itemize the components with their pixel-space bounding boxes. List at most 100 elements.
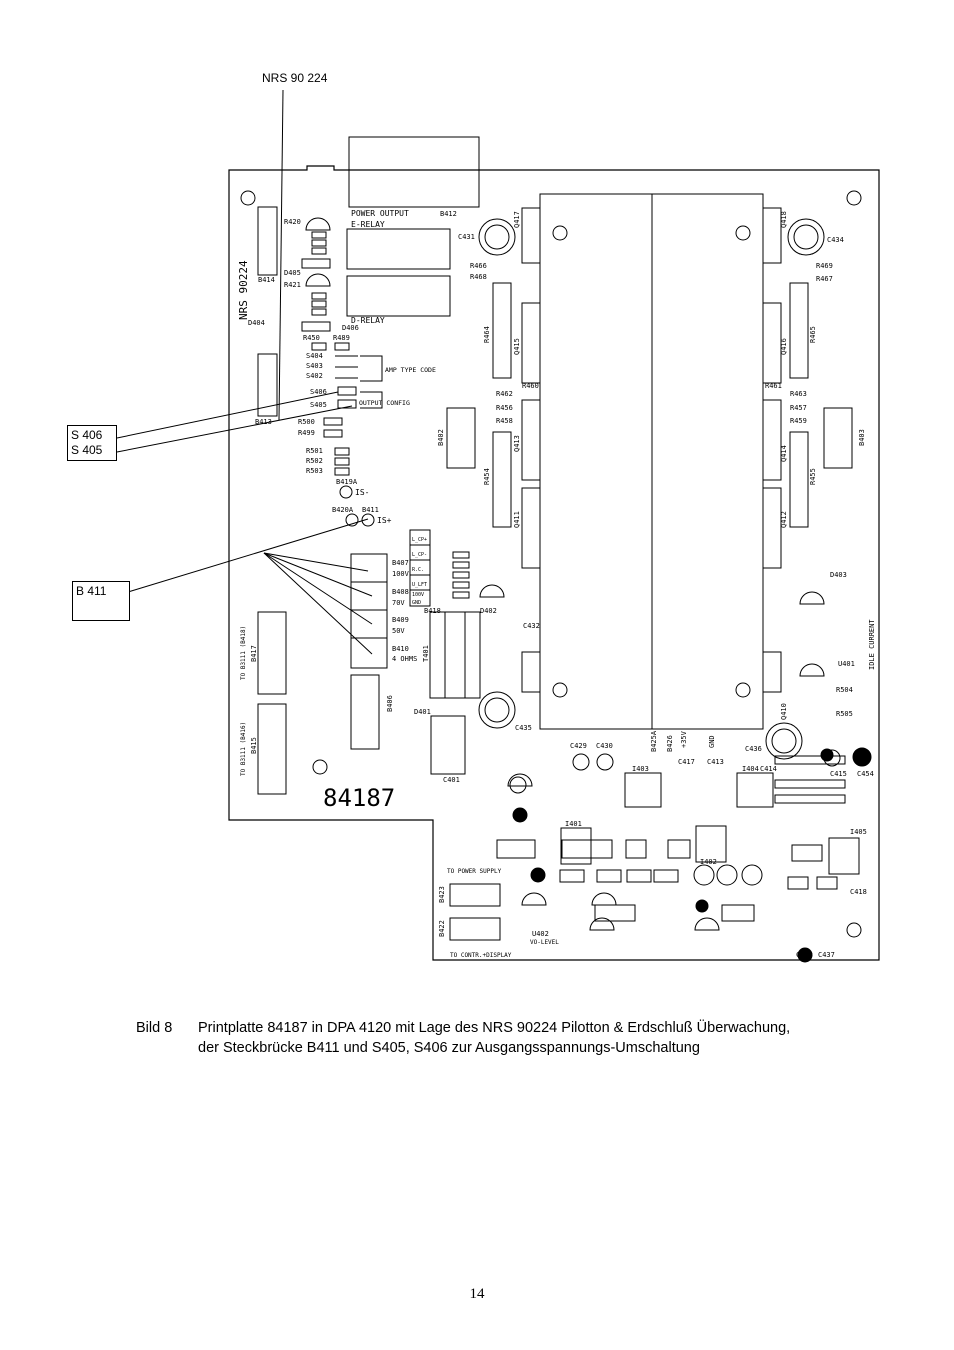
board-c418-label: C418: [850, 888, 867, 896]
board-d405-label: D405: [284, 269, 301, 277]
board-number-label: 84187: [323, 784, 395, 812]
board-plus35v-label: +35V: [680, 730, 688, 748]
board-u402-label: U402: [532, 930, 549, 938]
board-b414-label: B414: [258, 276, 275, 284]
board-c432-label: C432: [523, 622, 540, 630]
board-to-power-supply-label: TO POWER SUPPLY: [447, 868, 502, 875]
board-r505-label: R505: [836, 710, 853, 718]
caption-line-2: der Steckbrücke B411 und S405, S406 zur …: [198, 1040, 700, 1056]
figure-number: Bild 8: [136, 1020, 173, 1036]
board-r454-label: R454: [483, 468, 491, 485]
leader-lines: [116, 89, 373, 655]
board-b407-label: B407: [392, 559, 409, 567]
small-resistor-array: [452, 551, 470, 599]
callout-s406-label: S 406: [71, 428, 103, 442]
pcb-diagram: POWER OUTPUT B412 E-RELAY D-RELAY NRS 90…: [116, 89, 880, 963]
board-q412-label: Q412: [780, 511, 788, 528]
board-r421-label: R421: [284, 281, 301, 289]
transformer-t401: [429, 611, 481, 699]
board-s403-label: S403: [306, 362, 323, 370]
board-q418-label: Q418: [780, 211, 788, 228]
board-u401-label: U401: [838, 660, 855, 668]
resistor-stacks: [301, 231, 357, 476]
board-s405-label: S405: [310, 401, 327, 409]
connector-b414-body: [257, 206, 278, 276]
board-r460-label: R460: [522, 382, 539, 390]
board-b403-label: B403: [858, 429, 866, 446]
board-b407-v-label: 100V: [392, 570, 410, 578]
caption-line-1: Printplatte 84187 in DPA 4120 mit Lage d…: [198, 1020, 791, 1036]
board-b412-label: B412: [440, 210, 457, 218]
board-d-relay-label: D-RELAY: [351, 316, 385, 325]
board-c401-label: C401: [443, 776, 460, 784]
capacitor-c401-body: [430, 715, 466, 775]
board-b408-v-label: 70V: [392, 599, 405, 607]
config-row: U_LFT: [412, 582, 427, 588]
connector-b413-body: [257, 353, 278, 417]
board-b418-label: B418: [424, 607, 441, 615]
board-r457-label: R457: [790, 404, 807, 412]
block-b402: [446, 407, 476, 469]
bottom-capacitors: [509, 749, 841, 886]
figure-caption: Bild 8 Printplatte 84187 in DPA 4120 mit …: [136, 1018, 790, 1058]
board-c429-label: C429: [570, 742, 587, 750]
board-c436-label: C436: [745, 745, 762, 753]
board-q416-label: Q416: [780, 338, 788, 355]
board-s404-label: S404: [306, 352, 323, 360]
board-b410-v-label: 4 OHMS: [392, 655, 417, 663]
board-power-output-label: POWER OUTPUT: [351, 209, 409, 218]
mounting-holes: [240, 190, 862, 938]
board-i404-label: I404: [742, 765, 759, 773]
nrs-callout-label: NRS 90 224: [262, 71, 328, 85]
board-e-relay-label: E-RELAY: [351, 220, 385, 229]
board-output-config-label: OUTPUT CONFIG: [359, 399, 410, 407]
board-i405-label: I405: [850, 828, 867, 836]
bottom-ic-row: [449, 755, 860, 941]
board-r420-label: R420: [284, 218, 301, 226]
board-c431-label: C431: [458, 233, 475, 241]
board-c417-label: C417: [678, 758, 695, 766]
board-r499-label: R499: [298, 429, 315, 437]
board-r469-label: R469: [816, 262, 833, 270]
board-r503-label: R503: [306, 467, 323, 475]
board-r462-label: R462: [496, 390, 513, 398]
board-q417-label: Q417: [513, 211, 521, 228]
board-c413-label: C413: [707, 758, 724, 766]
board-b408-label: B408: [392, 588, 409, 596]
board-s406-label: S406: [310, 388, 327, 396]
board-r463-label: R463: [790, 390, 807, 398]
board-b422-label: B422: [438, 920, 446, 937]
board-i403-label: I403: [632, 765, 649, 773]
board-r458-label: R458: [496, 417, 513, 425]
board-idle-current-label: IDLE CURRENT: [868, 619, 876, 670]
board-i401-label: I401: [565, 820, 582, 828]
callout-box-b411: B 411: [72, 581, 130, 621]
connector-b406-body: [350, 674, 380, 750]
block-b403: [823, 407, 853, 469]
board-b411-label: B411: [362, 506, 379, 514]
jumper-block-b407-b410: [350, 553, 388, 669]
board-to-b3111-b418-label: TO B3111 (B418): [240, 626, 247, 680]
board-r502-label: R502: [306, 457, 323, 465]
board-c415-label: C415: [830, 770, 847, 778]
board-b409-label: B409: [392, 616, 409, 624]
board-is-plus-label: IS+: [377, 516, 392, 525]
callout-s405-label: S 405: [71, 443, 103, 457]
board-b406-label: B406: [386, 695, 394, 712]
board-r464-label: R464: [483, 326, 491, 343]
large-capacitors: [478, 218, 825, 760]
board-r468-label: R468: [470, 273, 487, 281]
board-q414-label: Q414: [780, 445, 788, 462]
board-b426-label: B426: [666, 735, 674, 752]
board-d403-label: D403: [830, 571, 847, 579]
board-i402-label: I402: [700, 858, 717, 866]
board-vo-level-label: VO-LEVEL: [530, 939, 559, 946]
board-q410-label: Q410: [780, 703, 788, 720]
config-row: 100V: [412, 592, 424, 598]
board-outline: [228, 165, 880, 961]
callout-b411-label: B 411: [76, 584, 107, 598]
board-amp-type-code-label: AMP TYPE CODE: [385, 366, 436, 374]
callout-box-s406-s405: S 406 S 405: [67, 425, 117, 461]
board-to-b3111-b416-label: TO B3111 (B416): [240, 722, 247, 776]
board-r467-label: R467: [816, 275, 833, 283]
